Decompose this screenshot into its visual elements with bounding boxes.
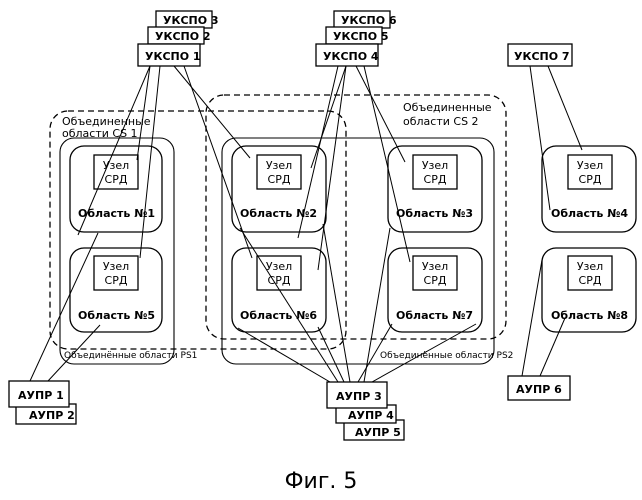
- srd-node-area-2: Узел СРД: [257, 155, 301, 189]
- svg-text:АУПР 5: АУПР 5: [355, 426, 401, 439]
- area-2-label: Область №2: [240, 207, 317, 220]
- srd-node-area-5: Узел СРД: [94, 256, 138, 290]
- svg-text:Узел: Узел: [103, 260, 129, 273]
- svg-text:УКСПО 5: УКСПО 5: [333, 30, 389, 43]
- svg-text:Узел: Узел: [103, 159, 129, 172]
- area-6-label: Область №6: [240, 309, 317, 322]
- svg-text:АУПР 4: АУПР 4: [348, 409, 394, 422]
- area-8-label: Область №8: [551, 309, 628, 322]
- area-4-label: Область №4: [551, 207, 628, 220]
- svg-text:АУПР 6: АУПР 6: [516, 383, 562, 396]
- aupr-6-box: АУПР 6: [508, 376, 570, 400]
- aupr-1-box: АУПР 1: [9, 381, 69, 407]
- cs1-label-line2: области CS 1: [62, 127, 138, 140]
- svg-text:АУПР 2: АУПР 2: [29, 409, 75, 422]
- ukspo-3-box: УКСПО 3: [156, 11, 219, 28]
- area-7-label: Область №7: [396, 309, 473, 322]
- svg-text:УКСПО 2: УКСПО 2: [155, 30, 211, 43]
- area-5-label: Область №5: [78, 309, 155, 322]
- ukspo-1-box: УКСПО 1: [138, 44, 201, 66]
- ps2-label: Объединённые области PS2: [380, 351, 513, 361]
- srd-node-area-3: Узел СРД: [413, 155, 457, 189]
- ps1-label: Объединённые области PS1: [64, 351, 197, 361]
- svg-text:Узел: Узел: [266, 159, 292, 172]
- svg-text:Узел: Узел: [266, 260, 292, 273]
- svg-text:СРД: СРД: [268, 173, 291, 186]
- svg-text:Узел: Узел: [577, 260, 603, 273]
- cs2-label-line1: Объединенные: [403, 101, 492, 114]
- ukspo-7-box: УКСПО 7: [508, 44, 572, 66]
- svg-text:УКСПО 3: УКСПО 3: [163, 14, 219, 27]
- svg-text:Узел: Узел: [577, 159, 603, 172]
- svg-text:СРД: СРД: [424, 173, 447, 186]
- ukspo-6-box: УКСПО 6: [334, 11, 397, 28]
- figure-caption: Фиг. 5: [285, 469, 358, 494]
- svg-text:УКСПО 7: УКСПО 7: [514, 50, 570, 63]
- svg-text:Узел: Узел: [422, 260, 448, 273]
- srd-node-area-8: Узел СРД: [568, 256, 612, 290]
- ukspo-4-box: УКСПО 4: [316, 44, 379, 66]
- svg-text:СРД: СРД: [105, 173, 128, 186]
- srd-node-area-7: Узел СРД: [413, 256, 457, 290]
- svg-text:СРД: СРД: [579, 274, 602, 287]
- svg-text:СРД: СРД: [105, 274, 128, 287]
- svg-text:СРД: СРД: [579, 173, 602, 186]
- aupr-3-box: АУПР 3: [327, 382, 387, 408]
- srd-node-area-6: Узел СРД: [257, 256, 301, 290]
- svg-text:Узел: Узел: [422, 159, 448, 172]
- svg-text:УКСПО 1: УКСПО 1: [145, 50, 201, 63]
- ukspo-2-box: УКСПО 2: [148, 27, 211, 44]
- svg-text:УКСПО 6: УКСПО 6: [341, 14, 397, 27]
- svg-text:АУПР 1: АУПР 1: [18, 389, 64, 402]
- ukspo-5-box: УКСПО 5: [326, 27, 389, 44]
- area-3-label: Область №3: [396, 207, 473, 220]
- svg-text:УКСПО 4: УКСПО 4: [323, 50, 379, 63]
- svg-text:СРД: СРД: [424, 274, 447, 287]
- svg-text:АУПР 3: АУПР 3: [336, 390, 382, 403]
- srd-node-area-4: Узел СРД: [568, 155, 612, 189]
- srd-node-area-1: Узел СРД: [94, 155, 138, 189]
- cs2-label-line2: области CS 2: [403, 115, 479, 128]
